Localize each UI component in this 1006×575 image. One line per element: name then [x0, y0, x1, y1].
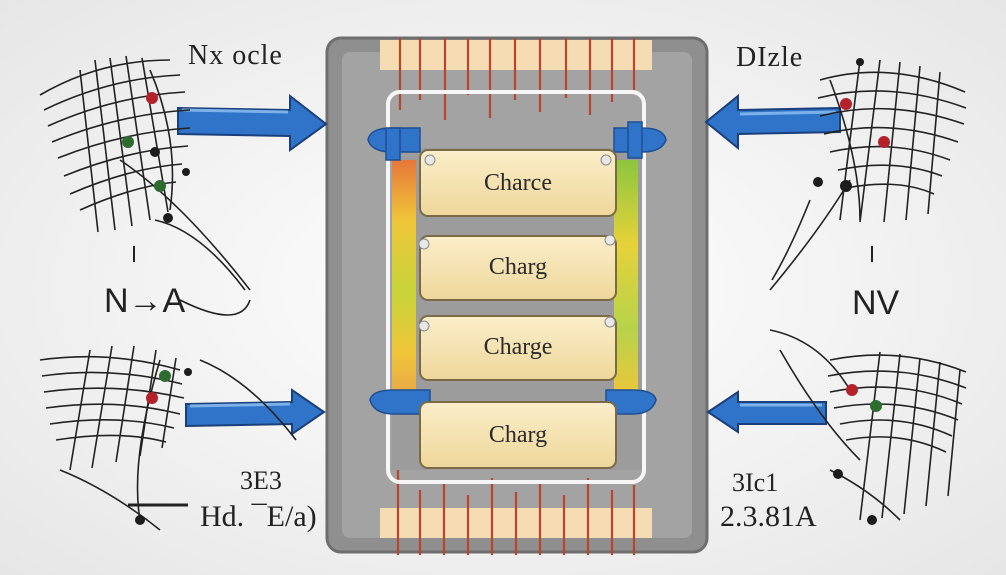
label-bottom-right-line1: 3Ic1 — [732, 468, 779, 497]
left-color-bar — [392, 160, 416, 400]
tick-marks — [133, 246, 873, 262]
cell-1 — [419, 149, 617, 217]
mesh-bottom-left-nodes — [135, 368, 192, 525]
mesh-bottom-right — [769, 329, 967, 521]
inner-outline — [386, 90, 646, 484]
cell-1-label: Charce — [484, 170, 552, 196]
arrow-bottom-right — [706, 390, 827, 434]
label-top-left: Nx ocle — [188, 40, 283, 71]
mesh-top-left — [39, 55, 251, 291]
top-wires — [398, 38, 636, 120]
top-blue-clamp — [367, 121, 667, 161]
cell-3-label: Charge — [483, 334, 553, 360]
bottom-blue-clamp — [369, 389, 657, 415]
mesh-bottom-right-nodes — [833, 384, 882, 525]
arrow-top-right — [704, 93, 841, 151]
right-color-bar — [614, 160, 638, 400]
label-bottom-left-line2: Hd. ¯E/a) — [200, 500, 317, 533]
cell-4 — [419, 401, 617, 469]
cell-2 — [418, 234, 617, 301]
arrow-bottom-left — [185, 388, 326, 436]
mesh-top-left-nodes — [122, 92, 190, 223]
label-top-right: DIzle — [736, 42, 804, 73]
bottom-wires — [396, 470, 636, 555]
cell-2-label: Charg — [488, 254, 548, 280]
cell-3 — [418, 315, 617, 381]
label-bottom-left-line1: 3E3 — [240, 466, 282, 495]
mesh-top-right — [769, 59, 967, 291]
mesh-top-right-nodes — [813, 58, 890, 192]
label-bottom-right-line2: 2.3.81A — [720, 500, 817, 533]
cell-4-label: Charg — [488, 422, 548, 448]
arrow-top-left — [177, 93, 328, 152]
label-mid-left-glyph: N→A — [104, 282, 186, 320]
label-mid-right-glyph: NV — [852, 284, 900, 322]
